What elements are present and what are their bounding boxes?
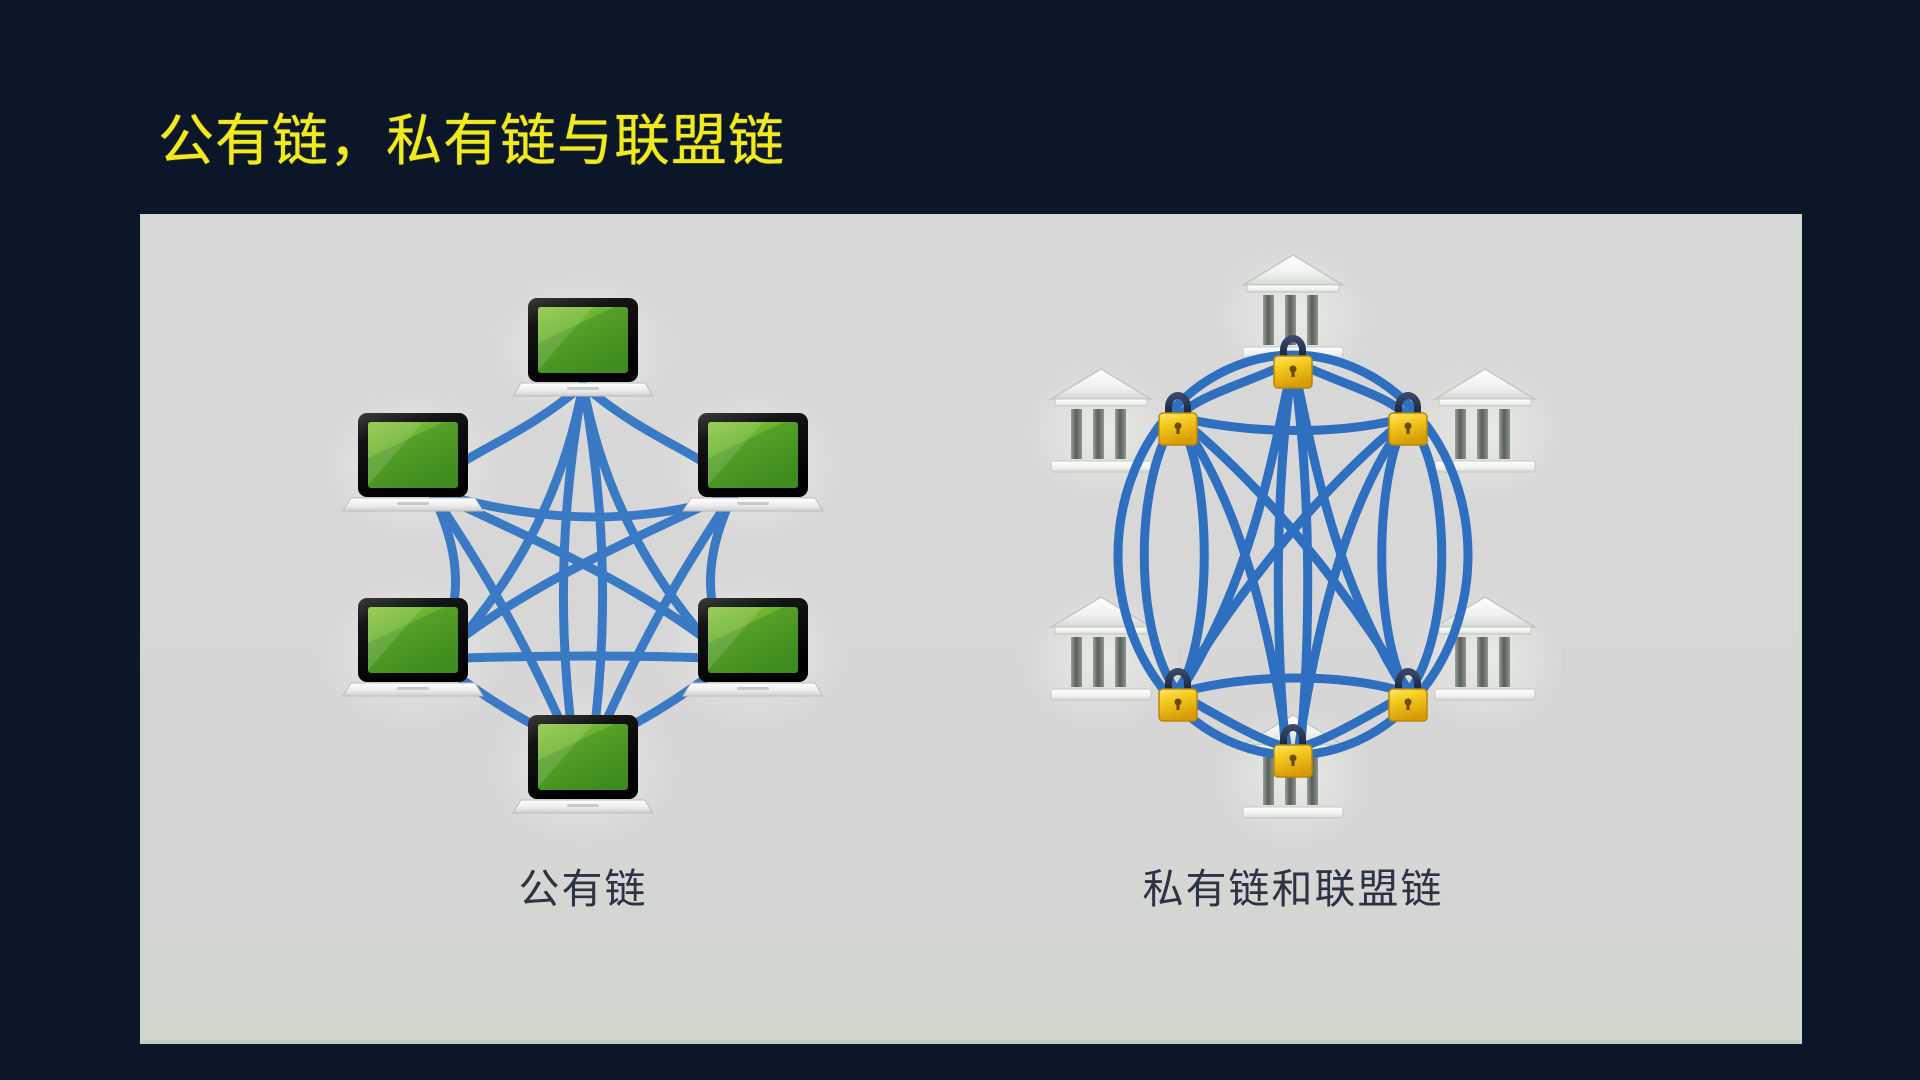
private-chain-graph bbox=[1021, 245, 1565, 849]
diagram-private-consortium-chain: 私有链和联盟链 bbox=[973, 245, 1613, 1015]
lock-icon-bottom[interactable] bbox=[1273, 724, 1313, 778]
laptop-node-right-top[interactable] bbox=[682, 413, 824, 512]
page-title: 公有链，私有链与联盟链 bbox=[158, 109, 785, 172]
laptop-node-bottom[interactable] bbox=[512, 715, 654, 814]
lock-icon-left-top[interactable] bbox=[1158, 392, 1198, 446]
public-chain-graph bbox=[317, 270, 849, 847]
bank-node-right-bottom[interactable] bbox=[1432, 596, 1538, 701]
caption-public-chain: 公有链 bbox=[518, 866, 648, 912]
consortium-side-arcs bbox=[1139, 412, 1447, 698]
lock-icon-right-top[interactable] bbox=[1388, 392, 1428, 446]
private-chain-stage bbox=[973, 245, 1613, 855]
lock-icon-right-bottom[interactable] bbox=[1388, 668, 1428, 722]
laptop-node-left-top[interactable] bbox=[342, 413, 484, 512]
bank-node-left-top[interactable] bbox=[1048, 368, 1154, 473]
lock-icon-top[interactable] bbox=[1273, 335, 1313, 389]
caption-private-consortium-chain: 私有链和联盟链 bbox=[1142, 866, 1444, 912]
laptop-node-right-bottom[interactable] bbox=[682, 598, 824, 697]
diagram-public-chain: 公有链 bbox=[263, 255, 903, 1015]
laptop-node-top[interactable] bbox=[512, 298, 654, 397]
lock-icon-left-bottom[interactable] bbox=[1158, 668, 1198, 722]
public-chain-stage bbox=[263, 255, 903, 855]
diagram-row: 公有链 bbox=[143, 215, 1799, 1040]
content-panel: 公有链 bbox=[140, 214, 1802, 1044]
laptop-node-left-bottom[interactable] bbox=[342, 598, 484, 697]
bank-node-right-top[interactable] bbox=[1432, 368, 1538, 473]
consortium-mesh-links bbox=[1173, 356, 1413, 752]
